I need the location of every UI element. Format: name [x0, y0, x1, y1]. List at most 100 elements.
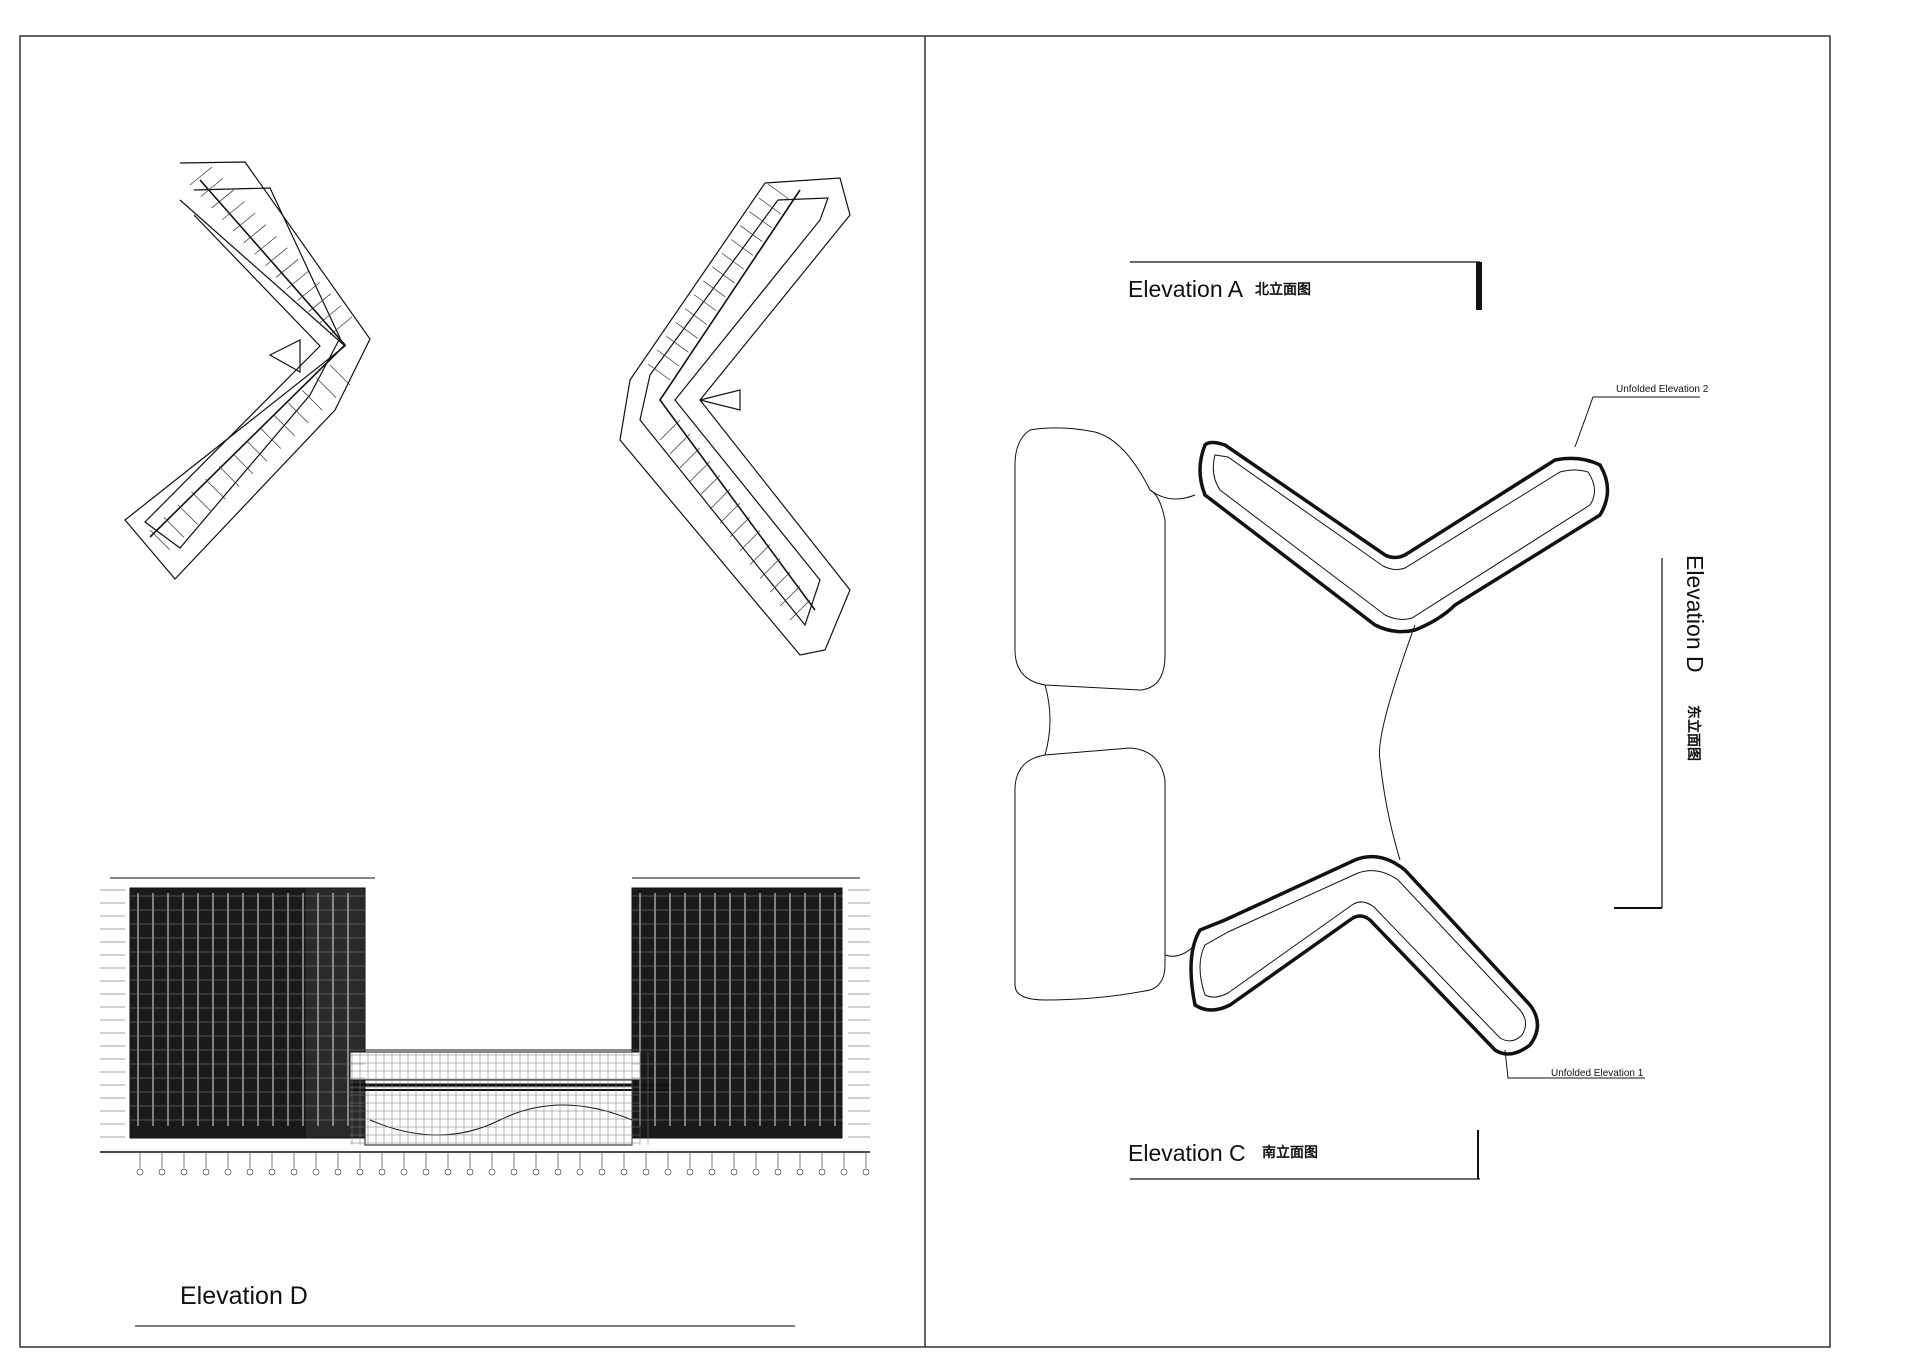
grid-bubble	[224, 1168, 232, 1176]
grid-bubble	[510, 1168, 518, 1176]
room-partition	[200, 178, 223, 197]
room-partition	[712, 266, 735, 284]
room-partition	[749, 544, 771, 565]
grid-bubble	[400, 1168, 408, 1176]
plan-left-inner	[144, 187, 341, 549]
room-partition	[721, 252, 745, 270]
tower-inner-upper	[1212, 454, 1595, 620]
elevation-d-title: Elevation D	[180, 1282, 308, 1310]
room-partition	[689, 461, 711, 482]
room-partition	[315, 377, 337, 398]
room-partition	[679, 447, 701, 468]
room-partition	[302, 390, 323, 411]
grid-bubble	[488, 1168, 496, 1176]
room-partition	[329, 364, 351, 386]
tower-outline-lower	[1189, 854, 1540, 1056]
room-partition	[319, 305, 342, 324]
grid-bubble	[862, 1168, 870, 1176]
podium-link-right	[1149, 489, 1196, 500]
unfolded-elevation-1-label: Unfolded Elevation 1	[1551, 1068, 1644, 1079]
podium-link	[1044, 684, 1051, 756]
unfolded-2-leader	[1574, 396, 1700, 448]
room-partition	[288, 402, 309, 424]
plan-right-corridor	[659, 189, 816, 611]
podium-outline-lower	[1014, 747, 1166, 1001]
room-partition	[709, 488, 731, 510]
grid-bubble	[290, 1168, 298, 1176]
plan-left-outer	[124, 161, 371, 580]
grid-bubble	[422, 1168, 430, 1176]
elevation-a-subtitle: 北立面图	[1255, 282, 1311, 298]
unfolded-1-leader	[1504, 1049, 1645, 1079]
grid-bubble	[136, 1168, 144, 1176]
elevation-c-subtitle: 南立面图	[1262, 1145, 1318, 1161]
grid-bubble	[686, 1168, 694, 1176]
room-partition	[297, 282, 320, 301]
room-partition	[669, 433, 691, 455]
grid-bubble	[796, 1168, 804, 1176]
grid-bubble	[664, 1168, 672, 1176]
elevation-a-title: Elevation A	[1128, 276, 1244, 302]
grid-bubble	[554, 1168, 562, 1176]
grid-bubble	[202, 1168, 210, 1176]
room-partition	[730, 239, 754, 256]
elev-a-mark	[1476, 262, 1482, 310]
tower-left	[129, 887, 306, 1139]
room-partition	[163, 517, 185, 538]
podium-wave	[369, 1104, 633, 1136]
room-partition	[265, 247, 288, 267]
room-partition	[693, 294, 717, 312]
room-partition	[232, 212, 256, 232]
room-partition	[243, 224, 267, 243]
podium-outline-upper	[1014, 427, 1166, 691]
room-partition	[189, 166, 213, 186]
room-partition	[149, 529, 171, 551]
unfolded-elevation-2-label: Unfolded Elevation 2	[1616, 384, 1709, 395]
room-partition	[657, 349, 680, 367]
plan-left-corridor	[149, 179, 347, 538]
tower-left-annex	[304, 887, 366, 1139]
grid-bubble	[532, 1168, 540, 1176]
podium-upper	[349, 1051, 641, 1081]
key-plan	[1014, 261, 1700, 1180]
plan-right-atrium	[699, 389, 741, 411]
plan-right-inner	[639, 197, 829, 627]
room-partition	[729, 516, 751, 538]
room-partition	[767, 183, 791, 201]
elevation-d-side-subtitle: 东立面图	[1685, 705, 1701, 761]
elevation-d-drawing	[100, 877, 870, 1176]
room-partition	[666, 336, 689, 353]
grid-bubble	[818, 1168, 826, 1176]
grid-bubble	[268, 1168, 276, 1176]
grid-bubble	[730, 1168, 738, 1176]
room-partition	[659, 419, 681, 441]
room-partition	[205, 478, 226, 500]
tower-outline-upper	[1198, 440, 1610, 634]
room-partition	[759, 558, 781, 579]
room-partition	[177, 504, 198, 525]
grid-bubble	[642, 1168, 650, 1176]
grid-bubble	[752, 1168, 760, 1176]
room-partition	[758, 197, 781, 215]
grid-bubble	[180, 1168, 188, 1176]
room-partition	[211, 189, 234, 209]
room-partition	[232, 453, 254, 475]
room-partition	[779, 585, 801, 607]
room-partition	[739, 530, 761, 552]
room-partition	[647, 363, 671, 381]
plan-left-atrium	[268, 339, 301, 374]
grid-bubble	[312, 1168, 320, 1176]
room-partition	[286, 270, 310, 290]
room-partition	[218, 466, 240, 487]
room-partition	[308, 293, 331, 313]
grid-bubble	[774, 1168, 782, 1176]
room-partition	[329, 316, 353, 336]
room-partition	[275, 259, 299, 278]
room-partition	[260, 428, 282, 449]
plan-right-outer	[619, 177, 851, 656]
grid-bubble	[158, 1168, 166, 1176]
room-partition	[191, 491, 212, 513]
grid-bubble	[246, 1168, 254, 1176]
grid-bubble	[356, 1168, 364, 1176]
